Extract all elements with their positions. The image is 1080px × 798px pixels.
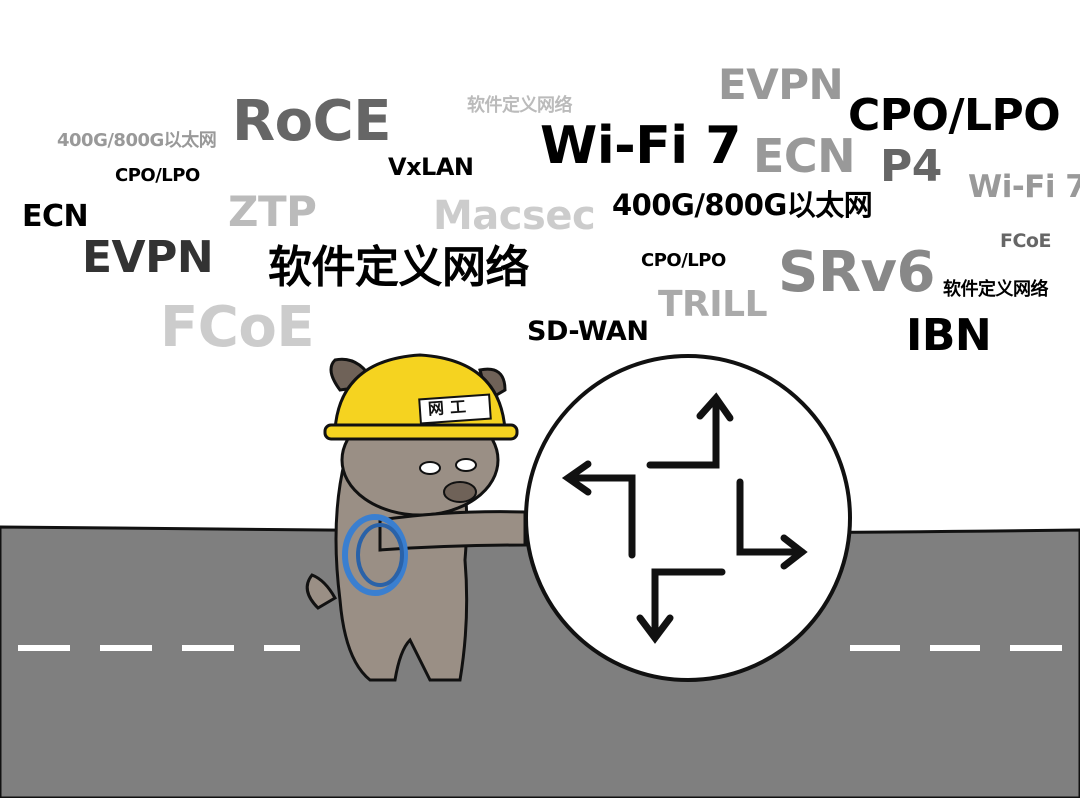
word-evpn: EVPN [82,232,214,283]
helmet-label: 网工 [427,396,473,419]
word-p4: P4 [880,141,942,192]
dog-character [305,353,527,682]
word-cpo-lpo: CPO/LPO [848,90,1061,141]
word-ibn: IBN [906,310,992,361]
word-sdn: 软件定义网络 [467,95,573,116]
word-ecn: ECN [753,129,856,183]
word-vxlan: VxLAN [388,153,474,181]
word-wifi7: Wi-Fi 7 [540,116,741,176]
word-400g-800g-ethernet: 400G/800G以太网 [57,130,217,151]
word-ztp: ZTP [228,187,317,236]
word-fcoe: FCoE [1000,230,1051,252]
word-sd-wan: SD-WAN [527,316,649,347]
word-sdn: 软件定义网络 [943,279,1049,300]
word-roce: RoCE [232,89,391,154]
router-symbol [524,354,852,682]
word-trill: TRILL [658,284,768,325]
word-wifi7: Wi-Fi 7 [968,169,1080,205]
word-macsec: Macsec [433,193,596,239]
word-cpo-lpo: CPO/LPO [115,165,200,186]
word-ecn: ECN [22,199,89,234]
word-sdn: 软件定义网络 [268,242,530,293]
word-evpn: EVPN [718,60,844,109]
word-fcoe: FCoE [160,295,315,360]
word-srv6: SRv6 [778,240,935,305]
word-cpo-lpo: CPO/LPO [641,250,726,271]
word-400g-800g-ethernet: 400G/800G以太网 [612,188,873,222]
